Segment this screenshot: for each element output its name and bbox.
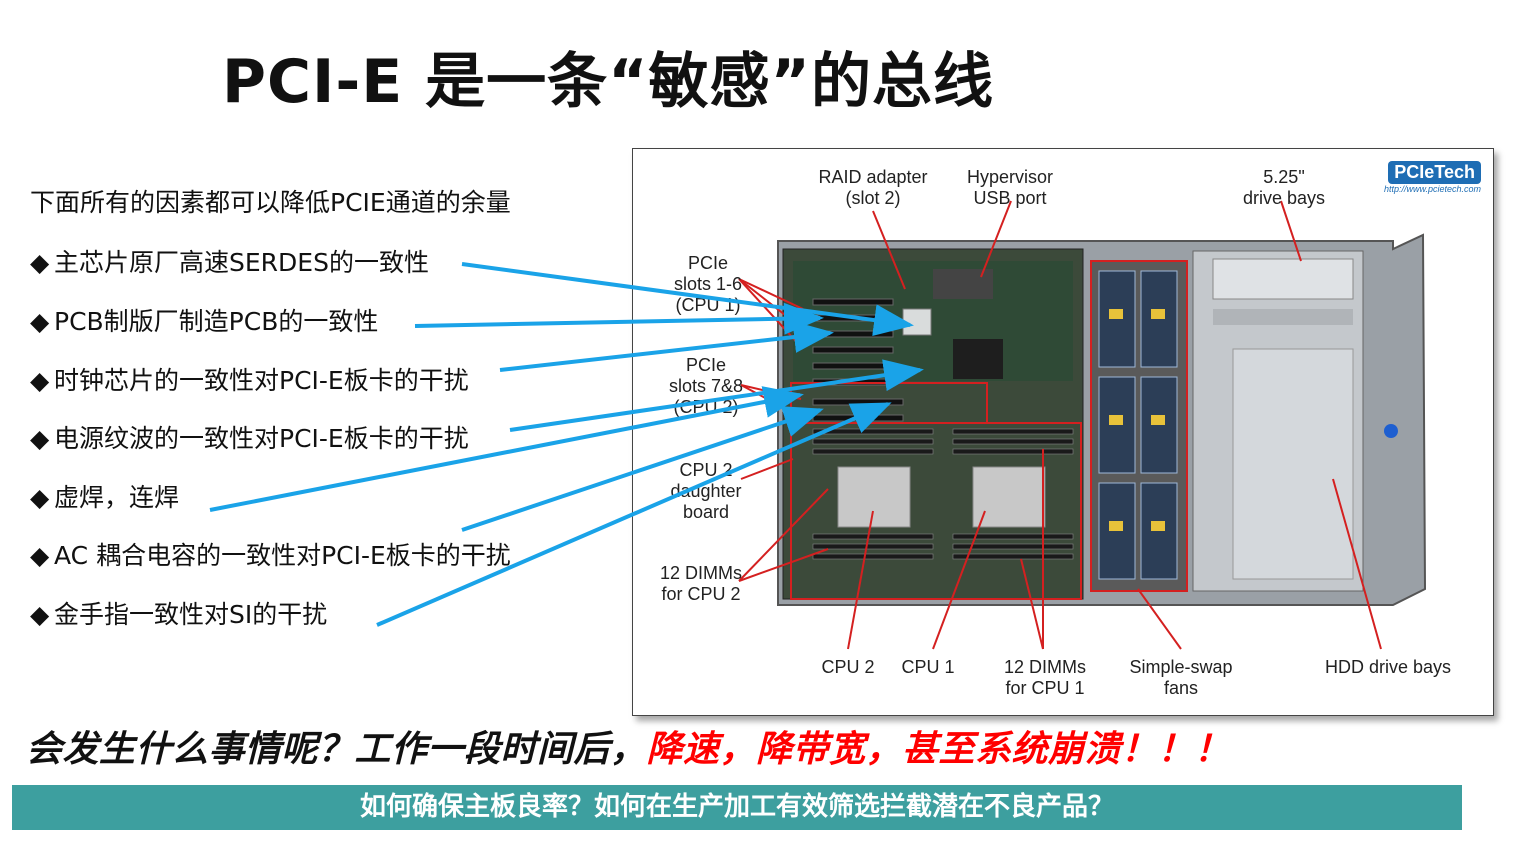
diamond-bullet-icon: ◆: [30, 248, 50, 277]
question-red-text: 降速，降带宽，甚至系统崩溃！！！: [646, 729, 1231, 770]
simple-swap-fans-label: Simple-swap fans: [1129, 657, 1233, 698]
bottom-banner: 如何确保主板良率？如何在生产加工有效筛选拦截潜在不良产品？: [12, 785, 1462, 830]
diamond-bullet-icon: ◆: [30, 307, 50, 336]
pcie-slots-7-8-label: PCIe slots 7&8 (CPU 2): [668, 355, 744, 417]
diamond-bullet-icon: ◆: [30, 541, 50, 570]
diamond-bullet-icon: ◆: [30, 483, 50, 512]
raid-adapter-label: RAID adapter (slot 2): [818, 167, 928, 208]
question-line: 会发生什么事情呢？工作一段时间后，降速，降带宽，甚至系统崩溃！！！: [26, 726, 1231, 774]
diamond-bullet-icon: ◆: [30, 600, 50, 629]
dimms-cpu2-label: 12 DIMMs for CPU 2: [659, 563, 742, 604]
cpu2-label: CPU 2: [821, 657, 875, 677]
slide-title: PCI-E 是一条“敏感”的总线: [222, 47, 994, 117]
intro-text: 下面所有的因素都可以降低PCIE通道的余量: [30, 188, 511, 217]
pcie-slots-1-6-label: PCIe slots 1-6 (CPU 1): [673, 253, 743, 315]
diamond-bullet-icon: ◆: [30, 424, 50, 453]
server-photo: RAID adapter (slot 2) Hypervisor USB por…: [632, 148, 1494, 716]
cpu1-label: CPU 1: [901, 657, 955, 677]
list-item: ◆PCB制版厂制造PCB的一致性: [30, 305, 378, 339]
question-black-text: 会发生什么事情呢？工作一段时间后，: [26, 729, 647, 770]
dimms-cpu1-label: 12 DIMMs for CPU 1: [1003, 657, 1086, 698]
pcietech-logo: PCIeTech http://www.pcietech.com: [1383, 161, 1481, 194]
server-chassis-illustration: [738, 200, 1427, 650]
list-item: ◆AC 耦合电容的一致性对PCI-E板卡的干扰: [30, 539, 511, 573]
hdd-drive-bays-label: HDD drive bays: [1324, 657, 1452, 677]
list-item: ◆虚焊，连焊: [30, 481, 179, 515]
hypervisor-usb-label: Hypervisor USB port: [966, 167, 1054, 208]
list-item: ◆电源纹波的一致性对PCI-E板卡的干扰: [30, 422, 469, 456]
drive-bays-525-label: 5.25" drive bays: [1242, 167, 1326, 208]
cpu2-daughter-board-label: CPU 2 daughter board: [670, 460, 742, 522]
diamond-bullet-icon: ◆: [30, 366, 50, 395]
list-item: ◆金手指一致性对SI的干扰: [30, 598, 327, 632]
list-item: ◆时钟芯片的一致性对PCI-E板卡的干扰: [30, 364, 469, 398]
list-item: ◆主芯片原厂高速SERDES的一致性: [30, 246, 429, 280]
